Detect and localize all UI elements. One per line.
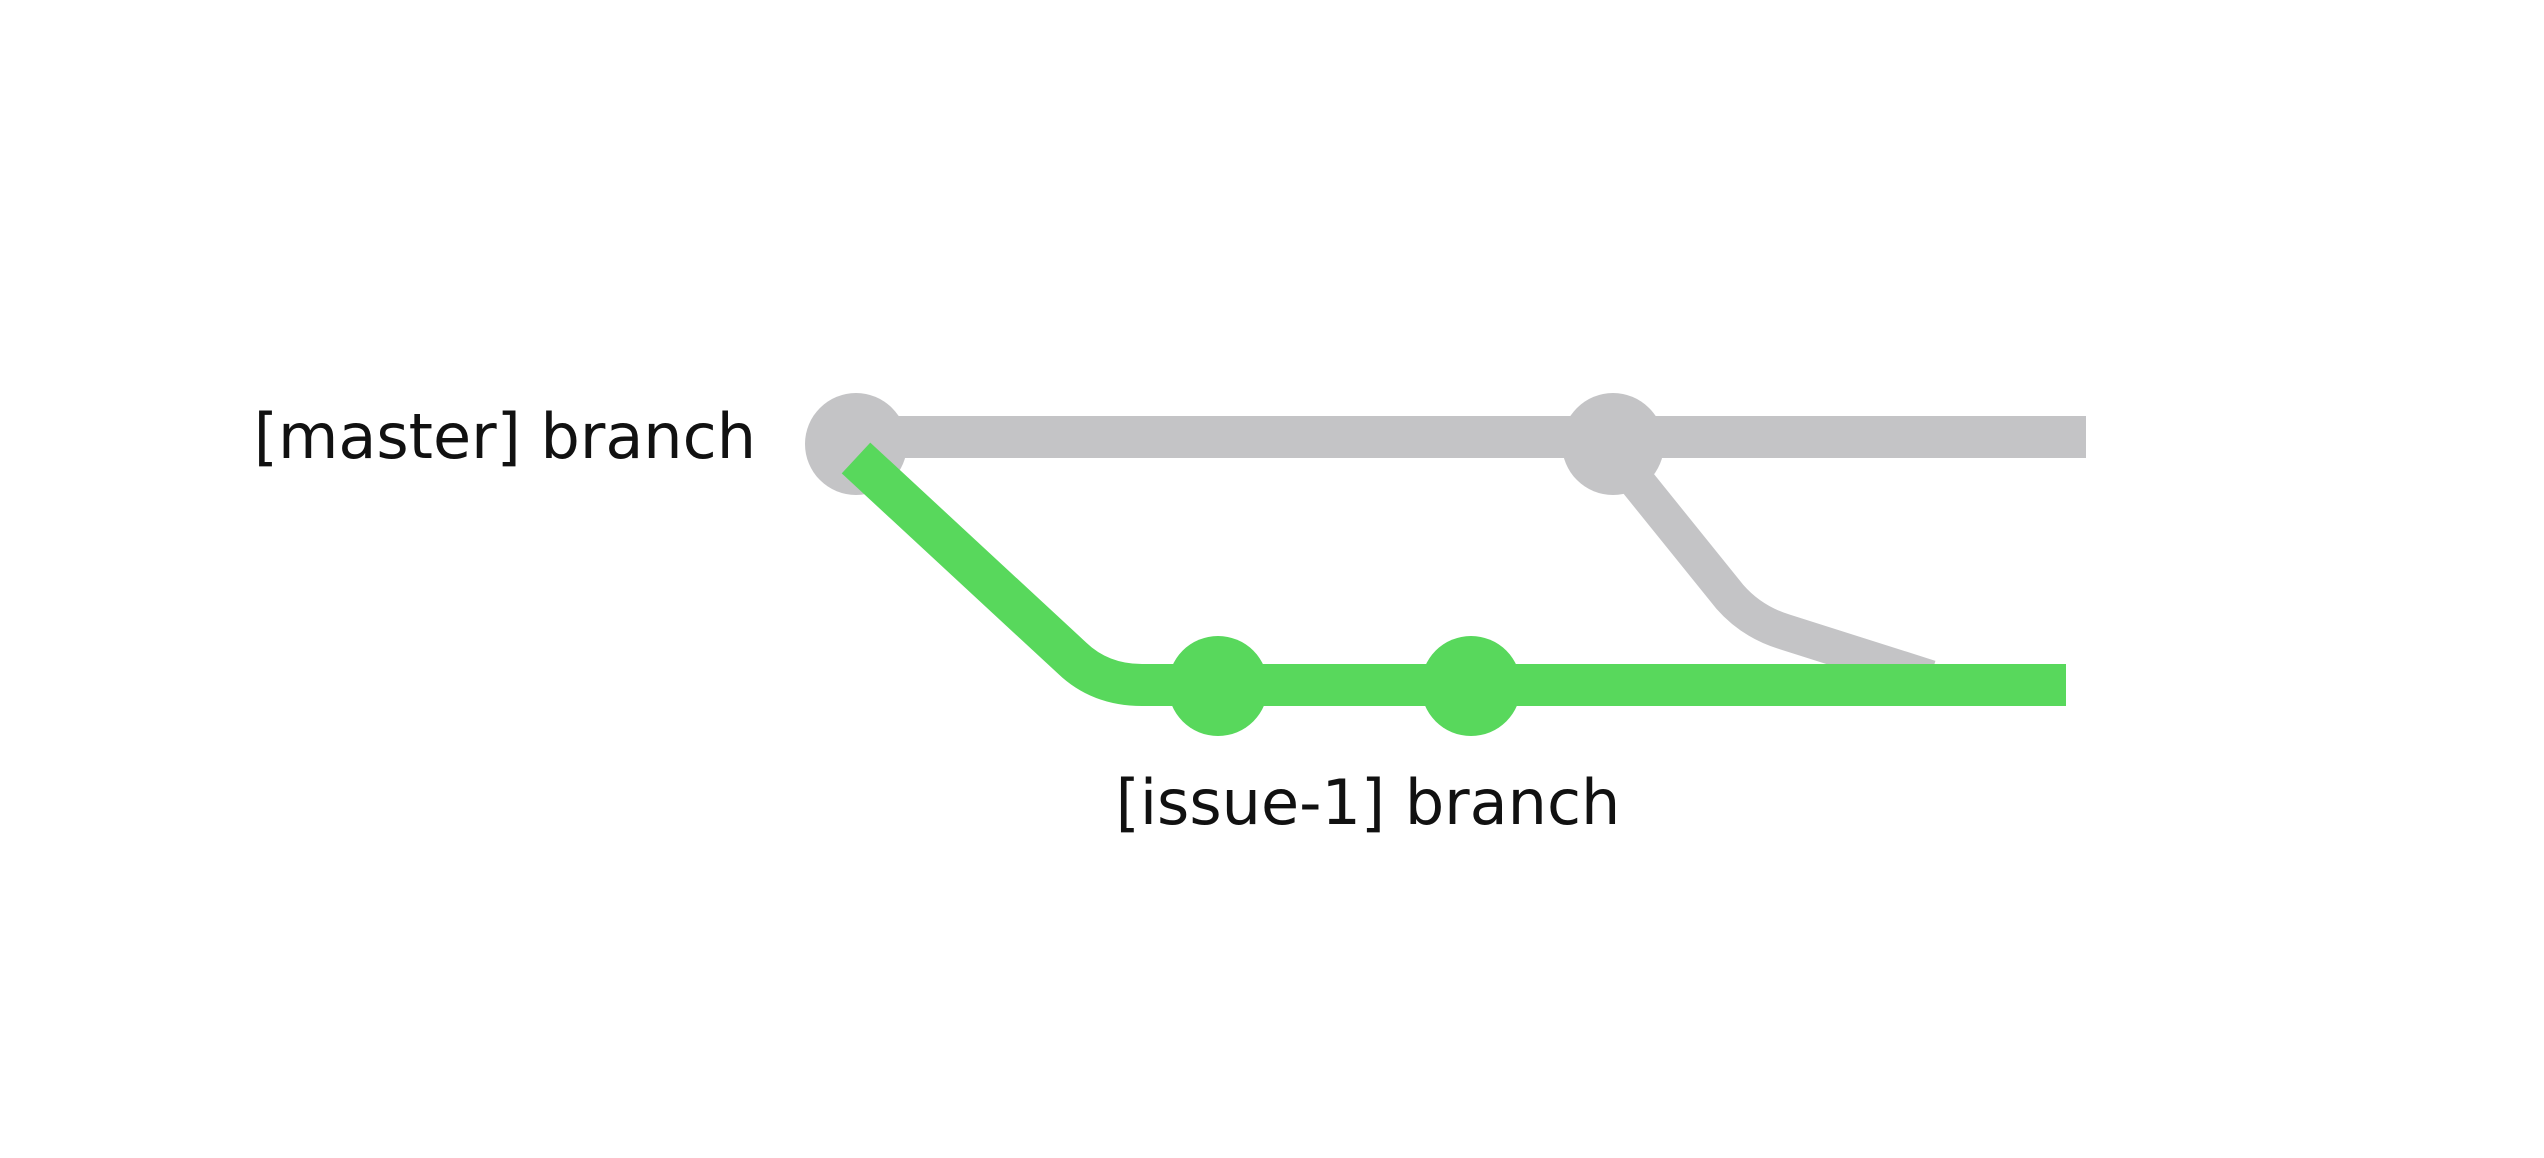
issue-1-commit-node[interactable]	[1168, 636, 1268, 736]
master-branch-label: [master] branch	[254, 400, 756, 473]
issue-1-branch-line	[841, 442, 2066, 706]
master-commit-node[interactable]	[1562, 393, 1664, 495]
issue-1-branch-label: [issue-1] branch	[1116, 766, 1621, 839]
issue-1-commit-node[interactable]	[1421, 636, 1521, 736]
merge-connector-line	[1598, 440, 1936, 696]
